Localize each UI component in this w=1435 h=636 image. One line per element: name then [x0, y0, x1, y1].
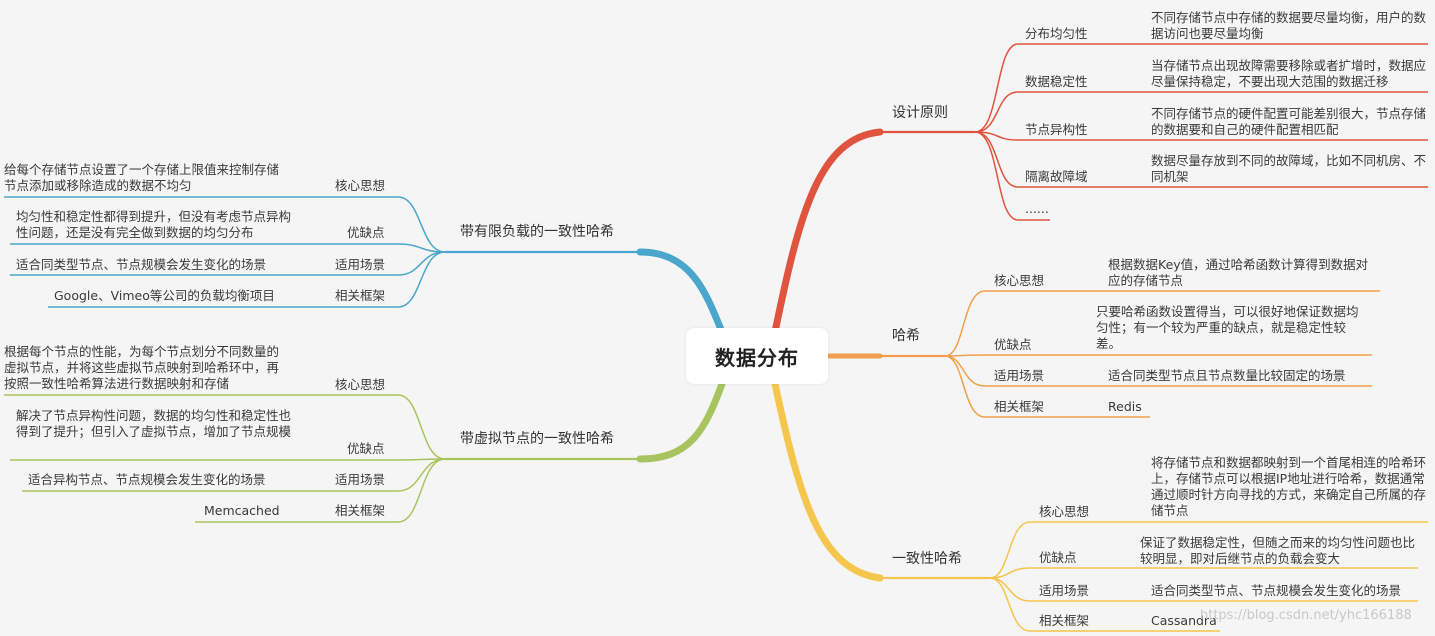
consistent-item-desc: 保证了数据稳定性，但随之而来的均匀性问题也比较明显，即对后继节点的负载会变大	[1140, 535, 1416, 566]
central-topic-label: 数据分布	[715, 345, 799, 370]
virtual-item-label[interactable]: 核心思想	[335, 377, 386, 392]
branch-consistent-title[interactable]: 一致性哈希	[892, 551, 962, 567]
virtual-item-label[interactable]: 适用场景	[335, 472, 386, 487]
bounded-item-label[interactable]: 适用场景	[335, 257, 386, 272]
hash-item-label[interactable]: 相关框架	[994, 399, 1045, 414]
consistent-item-label[interactable]: 核心思想	[1039, 504, 1090, 519]
hash-item-label[interactable]: 适用场景	[994, 368, 1045, 383]
virtual-item-label[interactable]: 优缺点	[347, 441, 385, 456]
bounded-item-desc: 适合同类型节点、节点规模会发生变化的场景	[16, 257, 267, 272]
design-item-label[interactable]: ......	[1025, 201, 1049, 216]
virtual-item-desc: 适合异构节点、节点规模会发生变化的场景	[28, 472, 266, 487]
branch-line-bounded	[636, 248, 726, 336]
hash-item-desc: Redis	[1108, 399, 1142, 414]
branch-bounded-title[interactable]: 带有限负载的一致性哈希	[460, 224, 614, 240]
design-item-desc: 数据尽量存放到不同的故障域，比如不同机房、不同机架	[1151, 153, 1427, 184]
virtual-item-desc: 根据每个节点的性能，为每个节点划分不同数量的虚拟节点，并将这些虚拟节点映射到哈希…	[4, 344, 280, 391]
design-item-desc: 当存储节点出现故障需要移除或者扩增时，数据应尽量保持稳定，不要出现大范围的数据迁…	[1151, 58, 1427, 89]
bounded-item-desc: Google、Vimeo等公司的负载均衡项目	[54, 288, 275, 303]
design-item-label[interactable]: 分布均匀性	[1025, 26, 1088, 41]
hash-item-label[interactable]: 核心思想	[994, 273, 1045, 288]
branch-line-consistent	[771, 380, 884, 582]
branch-virtual-title[interactable]: 带虚拟节点的一致性哈希	[460, 431, 614, 447]
central-topic[interactable]: 数据分布	[686, 328, 828, 384]
main-branches	[636, 128, 884, 582]
consistent-item-desc: 适合同类型节点、节点规模会发生变化的场景	[1151, 583, 1402, 598]
consistent-item-label[interactable]: 相关框架	[1039, 613, 1090, 628]
design-item-desc: 不同存储节点的硬件配置可能差别很大，节点存储的数据要和自己的硬件配置相匹配	[1151, 106, 1427, 137]
design-item-label[interactable]: 数据稳定性	[1025, 74, 1088, 89]
watermark-text: https://blog.csdn.net/yhc166188	[1200, 608, 1412, 623]
hash-item-label[interactable]: 优缺点	[994, 337, 1032, 352]
bounded-item-desc: 均匀性和稳定性都得到提升，但没有考虑节点异构性问题，还是没有完全做到数据的均匀分…	[16, 209, 292, 240]
consistent-item-label[interactable]: 适用场景	[1039, 583, 1090, 598]
branch-hash-title[interactable]: 哈希	[892, 328, 920, 344]
design-item-label[interactable]: 节点异构性	[1025, 122, 1088, 137]
virtual-item-desc: Memcached	[204, 503, 280, 518]
bounded-item-label[interactable]: 优缺点	[347, 225, 385, 240]
hash-item-desc: 适合同类型节点且节点数量比较固定的场景	[1108, 368, 1346, 383]
bounded-item-label[interactable]: 核心思想	[335, 178, 386, 193]
consistent-item-label[interactable]: 优缺点	[1039, 550, 1077, 565]
branch-design-title[interactable]: 设计原则	[892, 105, 948, 121]
bounded-item-desc: 给每个存储节点设置了一个存储上限值来控制存储节点添加或移除造成的数据不均匀	[4, 162, 280, 193]
design-item-label[interactable]: 隔离故障域	[1025, 169, 1088, 184]
branch-line-virtual	[636, 380, 726, 463]
hash-item-desc: 根据数据Key值，通过哈希函数计算得到数据对应的存储节点	[1108, 257, 1369, 288]
design-item-desc: 不同存储节点中存储的数据要尽量均衡，用户的数据访问也要尽量均衡	[1151, 10, 1427, 41]
branch-line-design	[771, 128, 884, 336]
virtual-item-label[interactable]: 相关框架	[335, 503, 386, 518]
consistent-item-desc: Cassandra	[1151, 613, 1217, 628]
hash-item-desc: 只要哈希函数设置得当，可以很好地保证数据均匀性；有一个较为严重的缺点，就是稳定性…	[1096, 304, 1359, 351]
bounded-item-label[interactable]: 相关框架	[335, 288, 386, 303]
consistent-item-desc: 将存储节点和数据都映射到一个首尾相连的哈希环上，存储节点可以根据IP地址进行哈希…	[1151, 455, 1427, 518]
virtual-item-desc: 解决了节点异构性问题，数据的均匀性和稳定性也得到了提升；但引入了虚拟节点，增加了…	[16, 408, 292, 439]
